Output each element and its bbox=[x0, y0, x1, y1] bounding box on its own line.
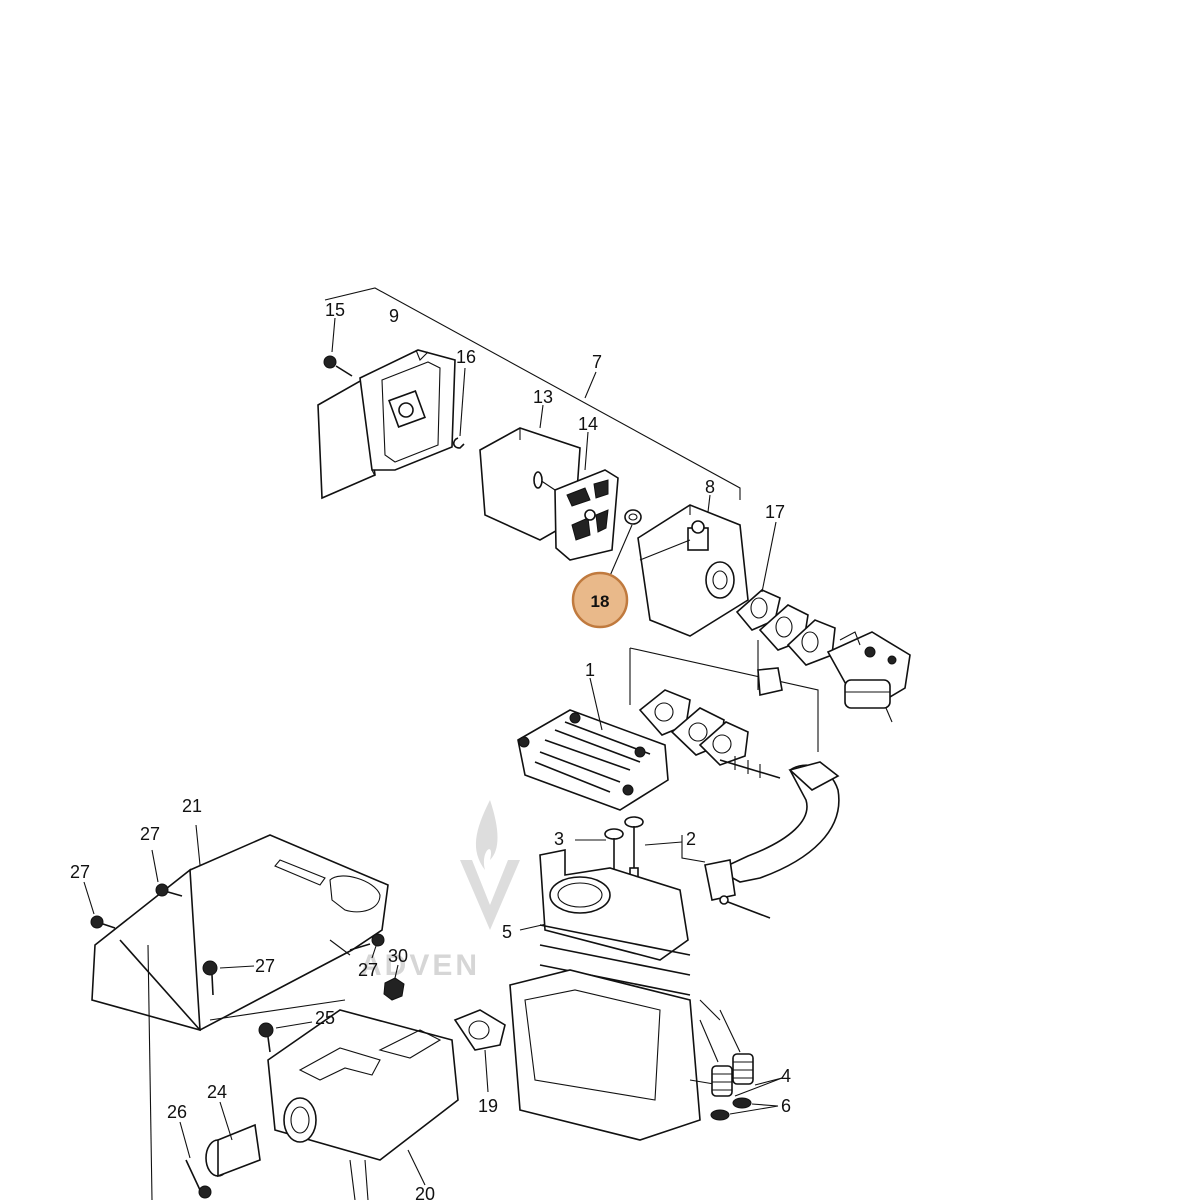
label-1: 1 bbox=[585, 660, 595, 680]
label-2: 2 bbox=[686, 829, 696, 849]
highlight-label: 18 bbox=[591, 592, 610, 611]
label-21: 21 bbox=[182, 796, 202, 816]
air-cleaner-group-bracket bbox=[324, 287, 741, 500]
frame-rails bbox=[147, 944, 346, 1200]
label-13: 13 bbox=[533, 387, 553, 407]
watermark-text: ADVEN bbox=[360, 949, 480, 982]
label-24: 24 bbox=[207, 1082, 227, 1102]
heat-shield bbox=[91, 824, 389, 1032]
shield-screws bbox=[83, 849, 385, 996]
label-9: 9 bbox=[389, 306, 399, 326]
exhaust-gaskets bbox=[638, 689, 749, 766]
label-6: 6 bbox=[781, 1096, 791, 1116]
label-16: 16 bbox=[456, 347, 476, 367]
exhaust-stud bbox=[719, 756, 781, 779]
part-labels: 15 9 16 7 13 14 8 17 1 21 27 27 27 27 30… bbox=[70, 300, 791, 1200]
muffler-screw bbox=[258, 1021, 313, 1053]
label-27-c: 27 bbox=[255, 956, 275, 976]
label-3: 3 bbox=[554, 829, 564, 849]
label-26: 26 bbox=[167, 1102, 187, 1122]
carburetor bbox=[826, 631, 911, 723]
label-30: 30 bbox=[388, 946, 408, 966]
highlight-circle[interactable] bbox=[571, 571, 629, 629]
label-17: 17 bbox=[765, 502, 785, 522]
label-7: 7 bbox=[592, 352, 602, 372]
label-5: 5 bbox=[502, 922, 512, 942]
spark-arrestor bbox=[205, 1101, 261, 1178]
carb-gaskets bbox=[629, 521, 836, 752]
muffler-gasket bbox=[453, 1009, 506, 1093]
nut bbox=[383, 964, 405, 1001]
cylinder-head bbox=[517, 677, 669, 811]
label-20: 20 bbox=[415, 1184, 435, 1200]
arrestor-screw bbox=[179, 1121, 212, 1199]
label-27-d: 27 bbox=[358, 960, 378, 980]
label-14: 14 bbox=[578, 414, 598, 434]
label-4: 4 bbox=[781, 1066, 791, 1086]
watermark: ADVEN bbox=[360, 800, 520, 982]
highlight-callout-18[interactable]: 18 bbox=[571, 571, 629, 629]
air-cleaner-cover bbox=[317, 349, 456, 500]
label-19: 19 bbox=[478, 1096, 498, 1116]
exhaust-pipe bbox=[681, 761, 840, 919]
clip bbox=[452, 367, 466, 449]
muffler bbox=[267, 1009, 459, 1200]
label-27-b: 27 bbox=[70, 862, 90, 882]
label-15: 15 bbox=[325, 300, 345, 320]
air-cleaner-base bbox=[637, 494, 749, 637]
cover-screw bbox=[323, 317, 353, 377]
valve-springs bbox=[699, 1009, 783, 1097]
label-8: 8 bbox=[705, 477, 715, 497]
label-25: 25 bbox=[315, 1008, 335, 1028]
base-plate bbox=[554, 431, 619, 561]
label-27-a: 27 bbox=[140, 824, 160, 844]
spring-retainers bbox=[710, 1097, 779, 1121]
engine-block bbox=[509, 849, 721, 1141]
